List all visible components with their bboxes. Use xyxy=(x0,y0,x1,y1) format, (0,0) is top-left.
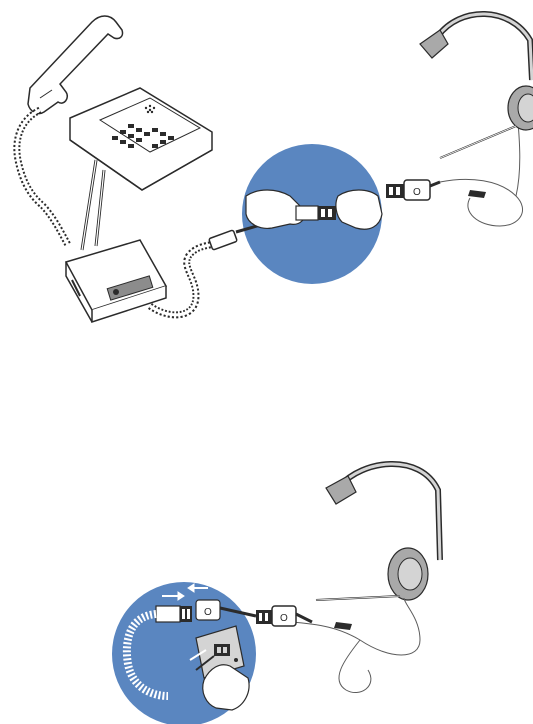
desk-phone-icon xyxy=(70,88,212,190)
amplifier-icon xyxy=(66,240,166,322)
headset-qd-plug-icon: O xyxy=(386,180,440,200)
headset-icon xyxy=(316,464,440,600)
plug-marking: O xyxy=(413,187,421,198)
desk-phone-setup-panel: O xyxy=(0,0,533,360)
quick-disconnect-closeup: O xyxy=(112,582,256,724)
plug-marking: O xyxy=(204,607,212,618)
cable-clip-icon xyxy=(468,190,486,198)
quick-disconnect-closeup xyxy=(236,144,382,284)
qd-plug-icon xyxy=(209,230,238,250)
cable-clip-icon xyxy=(334,622,352,630)
direct-connect-setup-panel: O O xyxy=(0,360,533,724)
plug-marking: O xyxy=(280,613,288,624)
desk-phone-setup-illustration: O xyxy=(0,0,533,360)
direct-connect-setup-illustration: O O xyxy=(0,360,533,724)
headset-icon xyxy=(420,14,533,158)
handset-icon xyxy=(28,16,123,114)
